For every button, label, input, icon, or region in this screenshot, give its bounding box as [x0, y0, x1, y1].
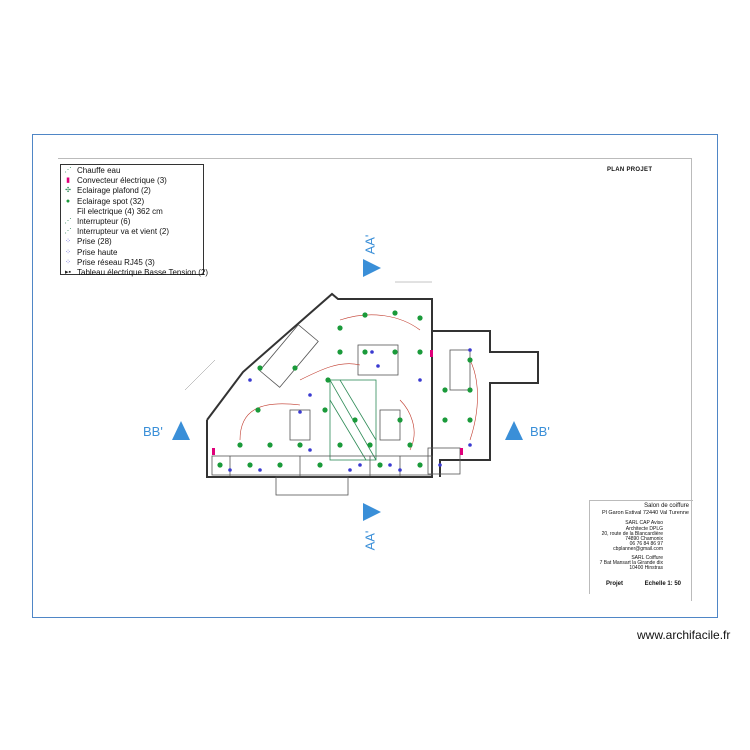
- legend-label: Fil electrique (4) 362 cm: [77, 206, 163, 216]
- legend-symbol-icon: ⋰: [64, 167, 72, 175]
- legend-item: ▸▪ Tableau électrique Basse Tension (2): [63, 268, 208, 278]
- title-block: Salon de coiffure Pl Garon Estival 72440…: [589, 500, 693, 594]
- legend-symbol-icon: ⋰: [64, 218, 72, 226]
- legend-item: ⋰ Interrupteur (6): [63, 217, 201, 227]
- legend-label: Chauffe eau: [77, 166, 121, 176]
- legend-symbol-icon: ⋰: [64, 228, 72, 236]
- architect-line-1: SARL CAP Aviso: [625, 520, 663, 526]
- legend-symbol-icon: [63, 207, 73, 216]
- legend-label: Prise haute: [77, 247, 118, 257]
- architect-line-5: 06 76 84 86 97: [629, 541, 663, 547]
- legend-symbol-icon: ✣: [65, 187, 71, 195]
- legend-box: ⋰ Chauffe eau ▮ Convecteur électrique (3) ✣ E…: [60, 164, 208, 278]
- legend-label: Eclairage plafond (2): [77, 186, 151, 196]
- section-label-bb-left: BB': [143, 424, 163, 439]
- legend-symbol-icon: ▮: [66, 177, 70, 185]
- client-line-2: 7 Bat Mansart la Girande dix: [599, 560, 663, 566]
- project-status: Projet: [605, 581, 623, 587]
- legend-item: ✣ Eclairage plafond (2): [63, 186, 201, 196]
- legend-symbol-icon: ⁘: [65, 258, 71, 266]
- architect-line-3: 20, route de la Blancardière: [601, 531, 663, 537]
- legend-item: ● Eclairage spot (32): [63, 197, 201, 207]
- legend-label: Tableau électrique Basse Tension (2): [77, 267, 209, 277]
- legend-symbol-icon: ⁘: [65, 238, 71, 246]
- legend-item: ▮ Convecteur électrique (3): [63, 176, 201, 186]
- legend-item: ⋰ Interrupteur va et vient (2): [63, 227, 201, 237]
- drawing-sheet-border: [32, 134, 718, 618]
- legend-label: Prise (28): [77, 237, 112, 247]
- legend-label: Interrupteur va et vient (2): [77, 227, 170, 237]
- legend-item: ⁘ Prise réseau RJ45 (3): [63, 258, 201, 268]
- section-label-aa-top: AA': [362, 234, 378, 255]
- legend-item: ⋰ Chauffe eau: [63, 166, 201, 176]
- legend-symbol-icon: ▸▪: [65, 268, 71, 276]
- client-line-1: SARL Coiffure: [631, 555, 663, 561]
- legend-item: Fil electrique (4) 362 cm: [63, 207, 201, 217]
- legend-label: Prise réseau RJ45 (3): [77, 257, 155, 267]
- project-name: Salon de coiffure: [644, 503, 689, 509]
- legend-label: Convecteur électrique (3): [77, 176, 167, 186]
- scale-label: Echelle 1: 50: [644, 581, 681, 587]
- watermark[interactable]: www.archifacile.fr: [637, 628, 731, 642]
- section-label-aa-bottom: AA': [362, 530, 378, 551]
- legend-label: Interrupteur (6): [77, 217, 131, 227]
- project-address: Pl Garon Estival 72440 Val Turenne: [601, 510, 689, 516]
- legend-symbol-icon: ●: [65, 197, 71, 205]
- client-line-3: 10400 Hinstras: [629, 565, 663, 571]
- legend-symbol-icon: ⁘: [65, 248, 71, 256]
- plan-title: PLAN PROJET: [607, 167, 653, 173]
- legend-label: Eclairage spot (32): [77, 196, 145, 206]
- legend-item: ⁘ Prise (28): [63, 237, 201, 247]
- architect-line-6: cbplanner@gmail.com: [613, 546, 663, 552]
- section-label-bb-right: BB': [530, 424, 550, 439]
- architect-line-2: Architecte DPLG: [625, 526, 663, 532]
- legend-item: ⁘ Prise haute: [63, 248, 201, 258]
- drawing-frame: [58, 158, 692, 601]
- architect-line-4: 74890 Chamonix: [625, 536, 663, 542]
